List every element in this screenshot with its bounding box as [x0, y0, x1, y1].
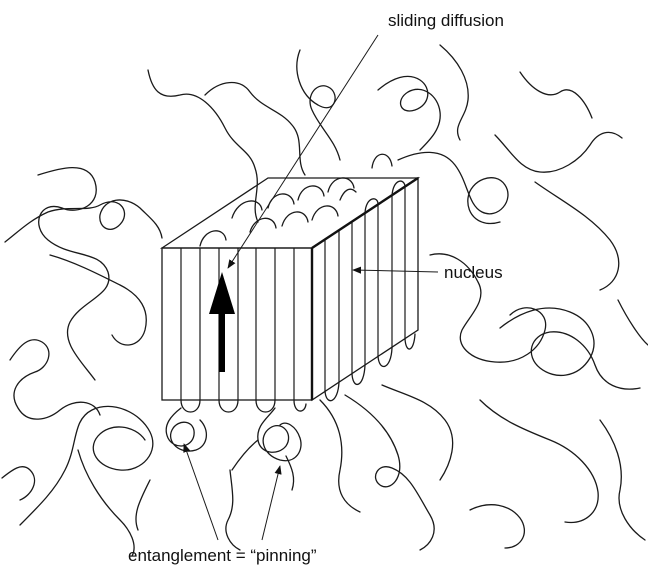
crystal-right-top-folds	[365, 154, 405, 213]
lower-polymer-chains	[136, 385, 453, 550]
polymer-chain	[500, 308, 640, 389]
entanglement-leader-right	[262, 466, 280, 540]
right-polymer-chains	[398, 72, 648, 548]
polymer-chain	[600, 420, 645, 540]
fold-loop	[282, 212, 308, 226]
polymer-chain	[618, 300, 648, 345]
polymer-chain	[535, 182, 619, 290]
crystal-nucleus	[162, 154, 418, 412]
nucleus-leader	[353, 270, 438, 272]
polymer-chain	[226, 470, 240, 550]
polymer-chain	[470, 505, 524, 548]
polymer-chain	[205, 83, 305, 175]
label-sliding-diffusion: sliding diffusion	[388, 11, 504, 30]
label-nucleus: nucleus	[444, 263, 503, 282]
polymer-chain	[480, 400, 598, 522]
entanglement-knots	[166, 408, 301, 490]
polymer-chain	[10, 340, 100, 419]
nucleus-front-face	[162, 248, 312, 400]
polymer-chain	[382, 385, 453, 480]
fold-loop	[232, 201, 262, 218]
sliding-diffusion-leader	[228, 35, 378, 268]
fold-loop	[340, 189, 356, 200]
nucleus-top-face	[162, 178, 418, 248]
polymer-chain	[136, 480, 150, 530]
front-face-stems	[181, 248, 294, 400]
left-polymer-chains	[2, 168, 162, 556]
polymer-chain	[50, 255, 146, 345]
polymer-chain	[398, 152, 508, 223]
polymer-chain	[20, 406, 153, 525]
fold-loop	[200, 231, 226, 246]
label-entanglement: entanglement = “pinning”	[128, 546, 317, 565]
polymer-chain	[495, 132, 622, 172]
right-face-stems	[325, 187, 405, 391]
polymer-chain	[520, 72, 592, 118]
polymer-chain	[345, 395, 434, 550]
entanglement-leader-left	[184, 444, 218, 540]
fold-loop	[312, 206, 338, 220]
polymer-chain	[378, 76, 440, 150]
polymer-chain	[297, 50, 340, 160]
polymer-chain	[440, 45, 468, 140]
entanglement-knot-left	[166, 408, 206, 451]
polymer-chain	[2, 467, 35, 500]
sliding-arrow-head	[209, 272, 235, 314]
fold-loop	[268, 194, 294, 208]
polymer-chain	[5, 200, 162, 242]
polymer-chain	[148, 70, 258, 222]
fold-loop	[328, 178, 354, 192]
entanglement-knot-right	[258, 408, 301, 461]
polymer-chain	[320, 400, 360, 512]
fold-loop	[298, 186, 324, 200]
fold-loop	[250, 218, 276, 232]
top-polymer-chains	[148, 45, 468, 222]
